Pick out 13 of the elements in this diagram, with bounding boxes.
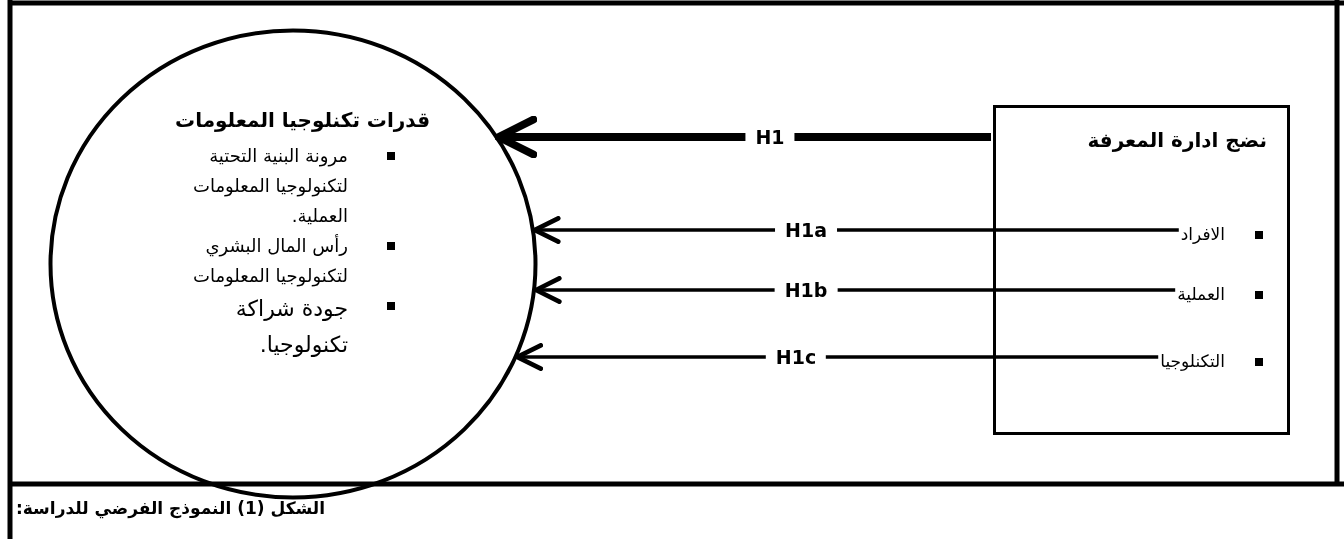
arrow — [533, 276, 1176, 304]
caption: الشكل (1) النموذج الفرضي للدراسة: — [16, 498, 326, 518]
list-item: مرونة البنية التحتية لتكنولوجيا المعلومات العملية. — [191, 144, 348, 228]
list-item: العملية — [1177, 283, 1225, 305]
arrow — [515, 343, 1159, 371]
list-item: الافراد — [1180, 223, 1225, 245]
list-item: رأس المال البشري لتكنولوجيا المعلومات — [191, 233, 348, 289]
process-box — [993, 105, 1290, 435]
heading: قدرات تكنلوجيا المعلومات — [175, 108, 430, 132]
arrow — [532, 216, 1179, 244]
list-item: جودة شراكة تكنولوجيا. — [234, 295, 348, 359]
heading: نضج ادارة المعرفة — [1087, 128, 1267, 152]
list-item: التكنلوجيا — [1160, 350, 1225, 372]
